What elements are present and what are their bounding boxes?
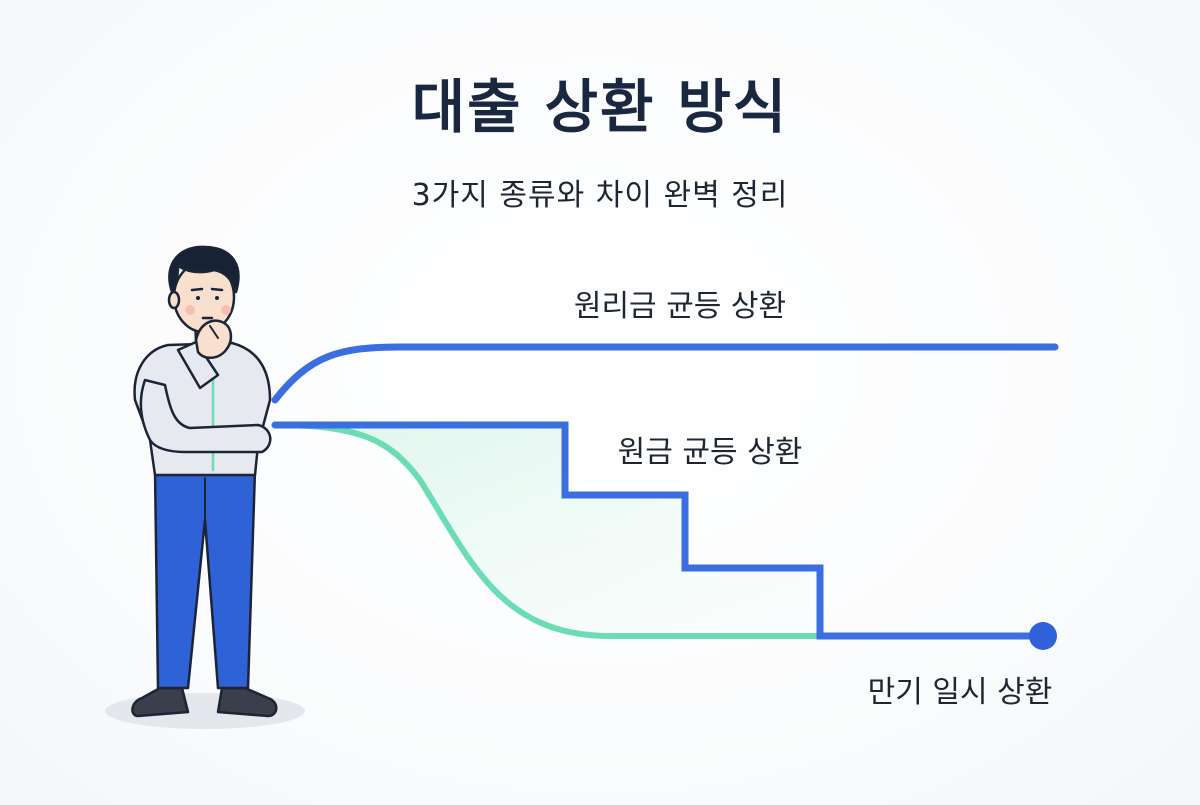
label-equal-principal: 원금 균등 상환	[618, 435, 803, 470]
path-line-bullet	[272, 422, 823, 639]
page-title: 대출 상환 방식	[411, 73, 789, 141]
page-subtitle: 3가지 종류와 차이 완벽 정리	[411, 178, 789, 213]
path-line-equal-payment	[271, 343, 1059, 404]
label-bullet: 만기 일시 상환	[868, 675, 1053, 710]
thinking-person-icon	[105, 245, 305, 729]
step-area-fill	[275, 425, 820, 636]
label-equal-payment: 원리금 균등 상환	[574, 289, 786, 324]
path-line-equal-principal	[271, 421, 1047, 640]
endpoint-dot	[1029, 622, 1057, 650]
